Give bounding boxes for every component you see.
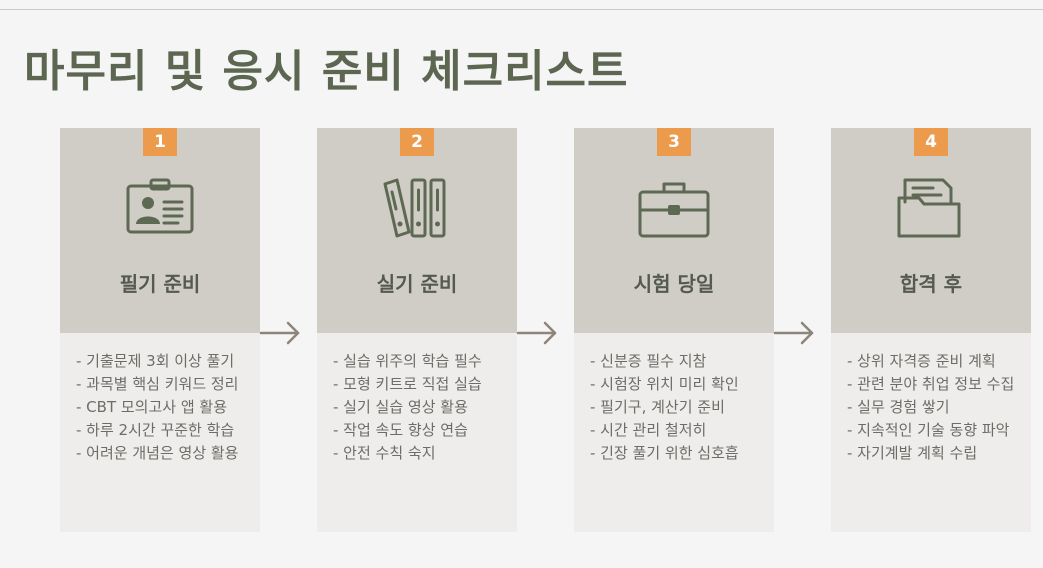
step-header: 4 합격 후 [831, 128, 1031, 333]
checklist: - 기출문제 3회 이상 풀기 - 과목별 핵심 키워드 정리 - CBT 모의… [76, 350, 246, 465]
arrow-right-icon [259, 321, 300, 345]
checklist-item: - 시험장 위치 미리 확인 [590, 375, 739, 393]
checklist: - 실습 위주의 학습 필수 - 모형 키트로 직접 실습 - 실기 실습 영상… [333, 350, 503, 465]
checklist-item: - 모형 키트로 직접 실습 [333, 375, 482, 393]
step-title: 실기 준비 [376, 272, 458, 296]
step-card-4: 4 합격 후 - 상위 자격증 준비 계획 - 관련 분야 취업 정보 수집 -… [831, 128, 1031, 532]
arrow-right-icon [773, 321, 814, 345]
checklist-item: - 어려운 개념은 영상 활용 [76, 444, 239, 462]
checklist-item: - 작업 속도 향상 연습 [333, 421, 468, 439]
step-card-1: 1 필기 준비 - 기출문제 3회 이상 풀기 - 과목별 핵심 키워드 정리 … [60, 128, 260, 532]
folder-icon [897, 178, 961, 238]
checklist-item: - 자기계발 계획 수립 [847, 444, 978, 462]
checklist-item: - 과목별 핵심 키워드 정리 [76, 375, 239, 393]
briefcase-icon [638, 182, 710, 238]
checklist-item: - 안전 수칙 숙지 [333, 444, 436, 462]
step-body: - 상위 자격증 준비 계획 - 관련 분야 취업 정보 수집 - 실무 경험 … [831, 333, 1031, 532]
step-title: 시험 당일 [633, 272, 715, 296]
step-body: - 기출문제 3회 이상 풀기 - 과목별 핵심 키워드 정리 - CBT 모의… [60, 333, 260, 532]
checklist: - 신분증 필수 지참 - 시험장 위치 미리 확인 - 필기구, 계산기 준비… [590, 350, 760, 465]
checklist-item: - 필기구, 계산기 준비 [590, 398, 725, 416]
step-number-badge: 2 [400, 128, 434, 156]
step-title: 합격 후 [899, 272, 963, 296]
checklist-item: - 긴장 풀기 위한 심호흡 [590, 444, 739, 462]
checklist-item: - 실습 위주의 학습 필수 [333, 352, 482, 370]
step-header: 1 필기 준비 [60, 128, 260, 333]
checklist-item: - 신분증 필수 지참 [590, 352, 707, 370]
step-header: 2 실기 준비 [317, 128, 517, 333]
step-number-badge: 1 [143, 128, 177, 156]
arrow-right-icon [516, 321, 557, 345]
step-number-badge: 4 [914, 128, 948, 156]
checklist-item: - 실기 실습 영상 활용 [333, 398, 468, 416]
checklist-item: - 하루 2시간 꾸준한 학습 [76, 421, 235, 439]
step-body: - 실습 위주의 학습 필수 - 모형 키트로 직접 실습 - 실기 실습 영상… [317, 333, 517, 532]
step-number-badge: 3 [657, 128, 691, 156]
page-title: 마무리 및 응시 준비 체크리스트 [24, 46, 629, 97]
step-header: 3 시험 당일 [574, 128, 774, 333]
checklist: - 상위 자격증 준비 계획 - 관련 분야 취업 정보 수집 - 실무 경험 … [847, 350, 1017, 465]
checklist-item: - 지속적인 기술 동향 파악 [847, 421, 1010, 439]
binders-icon [383, 178, 446, 238]
checklist-item: - 시간 관리 철저히 [590, 421, 707, 439]
checklist-item: - 상위 자격증 준비 계획 [847, 352, 996, 370]
top-divider [0, 9, 1043, 10]
id-card-icon [126, 178, 194, 234]
checklist-item: - 관련 분야 취업 정보 수집 [847, 375, 1015, 393]
step-card-3: 3 시험 당일 - 신분증 필수 지참 - 시험장 위치 미리 확인 - 필기구… [574, 128, 774, 532]
checklist-item: - 실무 경험 쌓기 [847, 398, 950, 416]
checklist-item: - CBT 모의고사 앱 활용 [76, 398, 228, 416]
step-title: 필기 준비 [119, 272, 201, 296]
checklist-item: - 기출문제 3회 이상 풀기 [76, 352, 235, 370]
step-body: - 신분증 필수 지참 - 시험장 위치 미리 확인 - 필기구, 계산기 준비… [574, 333, 774, 532]
step-card-2: 2 실기 준비 - 실습 위주의 학습 필수 - 모형 키트로 직접 실습 - … [317, 128, 517, 532]
